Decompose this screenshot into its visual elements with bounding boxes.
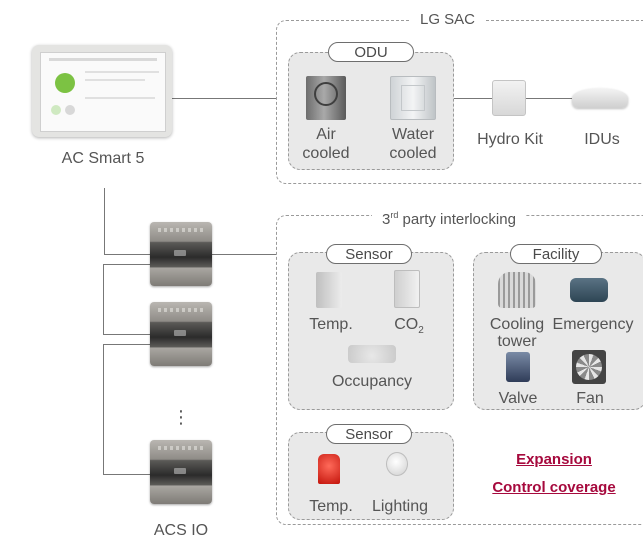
sensor-co2-label: CO2 — [394, 316, 424, 337]
connector-controller-down — [104, 188, 105, 254]
hydro-kit-label: Hydro Kit — [477, 131, 543, 148]
output-temp-label: Temp. — [309, 498, 353, 515]
valve-icon — [506, 352, 530, 382]
fan-label: Fan — [576, 390, 604, 407]
acs-io-module-2 — [150, 302, 212, 366]
water-cooled-label-1: Water — [391, 126, 435, 143]
connector-to-acsio-1 — [104, 254, 150, 255]
sensor-temp-label: Temp. — [309, 316, 353, 333]
acs-io-module-1 — [150, 222, 212, 286]
emergency-pump-icon — [570, 278, 608, 302]
acs-io-ellipsis: ⋮ — [172, 407, 190, 427]
emergency-label: Emergency — [552, 316, 634, 333]
co2-sensor-icon — [394, 270, 420, 308]
acs-io-module-3 — [150, 440, 212, 504]
water-cooled-label-2: cooled — [389, 145, 437, 162]
connector-io-chain-2b — [103, 474, 151, 475]
light-bulb-icon — [386, 452, 408, 476]
sensor-occupancy-label: Occupancy — [331, 373, 413, 390]
connector-acsio-to-3rd-party — [212, 254, 276, 255]
air-cooled-label-1: Air — [316, 126, 336, 143]
connector-io-chain-2 — [103, 344, 104, 474]
expansion-subtitle: Control coverage — [492, 479, 616, 496]
screen-status-icon — [55, 73, 75, 93]
sensor-panel — [288, 252, 454, 410]
hydro-kit-icon — [492, 80, 526, 116]
expansion-title: Expansion — [516, 451, 592, 468]
lg-sac-title: LG SAC — [410, 11, 486, 29]
cooling-tower-label-1: Cooling — [489, 316, 545, 333]
connector-hydrokit-to-idus — [526, 98, 572, 99]
ac-smart-5-label: AC Smart 5 — [61, 150, 145, 167]
sensor-label-pill: Sensor — [326, 244, 412, 264]
connector-io-chain-2a — [103, 344, 151, 345]
connector-io-chain-1 — [103, 264, 104, 334]
output-sensor-panel — [288, 432, 454, 520]
connector-odu-to-hydrokit — [454, 98, 492, 99]
cooling-tower-label-2: tower — [497, 333, 537, 350]
third-party-title: 3rd party interlocking — [372, 206, 526, 229]
connector-io-chain-1a — [103, 264, 151, 265]
temperature-sensor-icon — [316, 272, 342, 308]
odu-label-pill: ODU — [328, 42, 414, 62]
ac-smart-5-screen — [40, 52, 166, 132]
output-lighting-label: Lighting — [371, 498, 429, 515]
cooling-tower-icon — [498, 272, 536, 308]
ac-smart-5-device — [32, 45, 172, 137]
air-cooled-odu-icon — [306, 76, 346, 120]
water-cooled-odu-icon — [390, 76, 436, 120]
ceiling-cassette-icon — [572, 88, 628, 108]
valve-label: Valve — [498, 390, 538, 407]
connector-controller-to-lgsac — [170, 98, 276, 99]
facility-label-pill: Facility — [510, 244, 602, 264]
idus-label: IDUs — [584, 131, 620, 148]
acs-io-label: ACS IO — [153, 522, 209, 539]
fan-icon — [572, 350, 606, 384]
air-cooled-label-2: cooled — [302, 145, 350, 162]
connector-io-chain-1b — [103, 334, 151, 335]
warning-light-icon — [318, 454, 340, 484]
occupancy-sensor-icon — [348, 345, 396, 363]
output-sensor-label-pill: Sensor — [326, 424, 412, 444]
